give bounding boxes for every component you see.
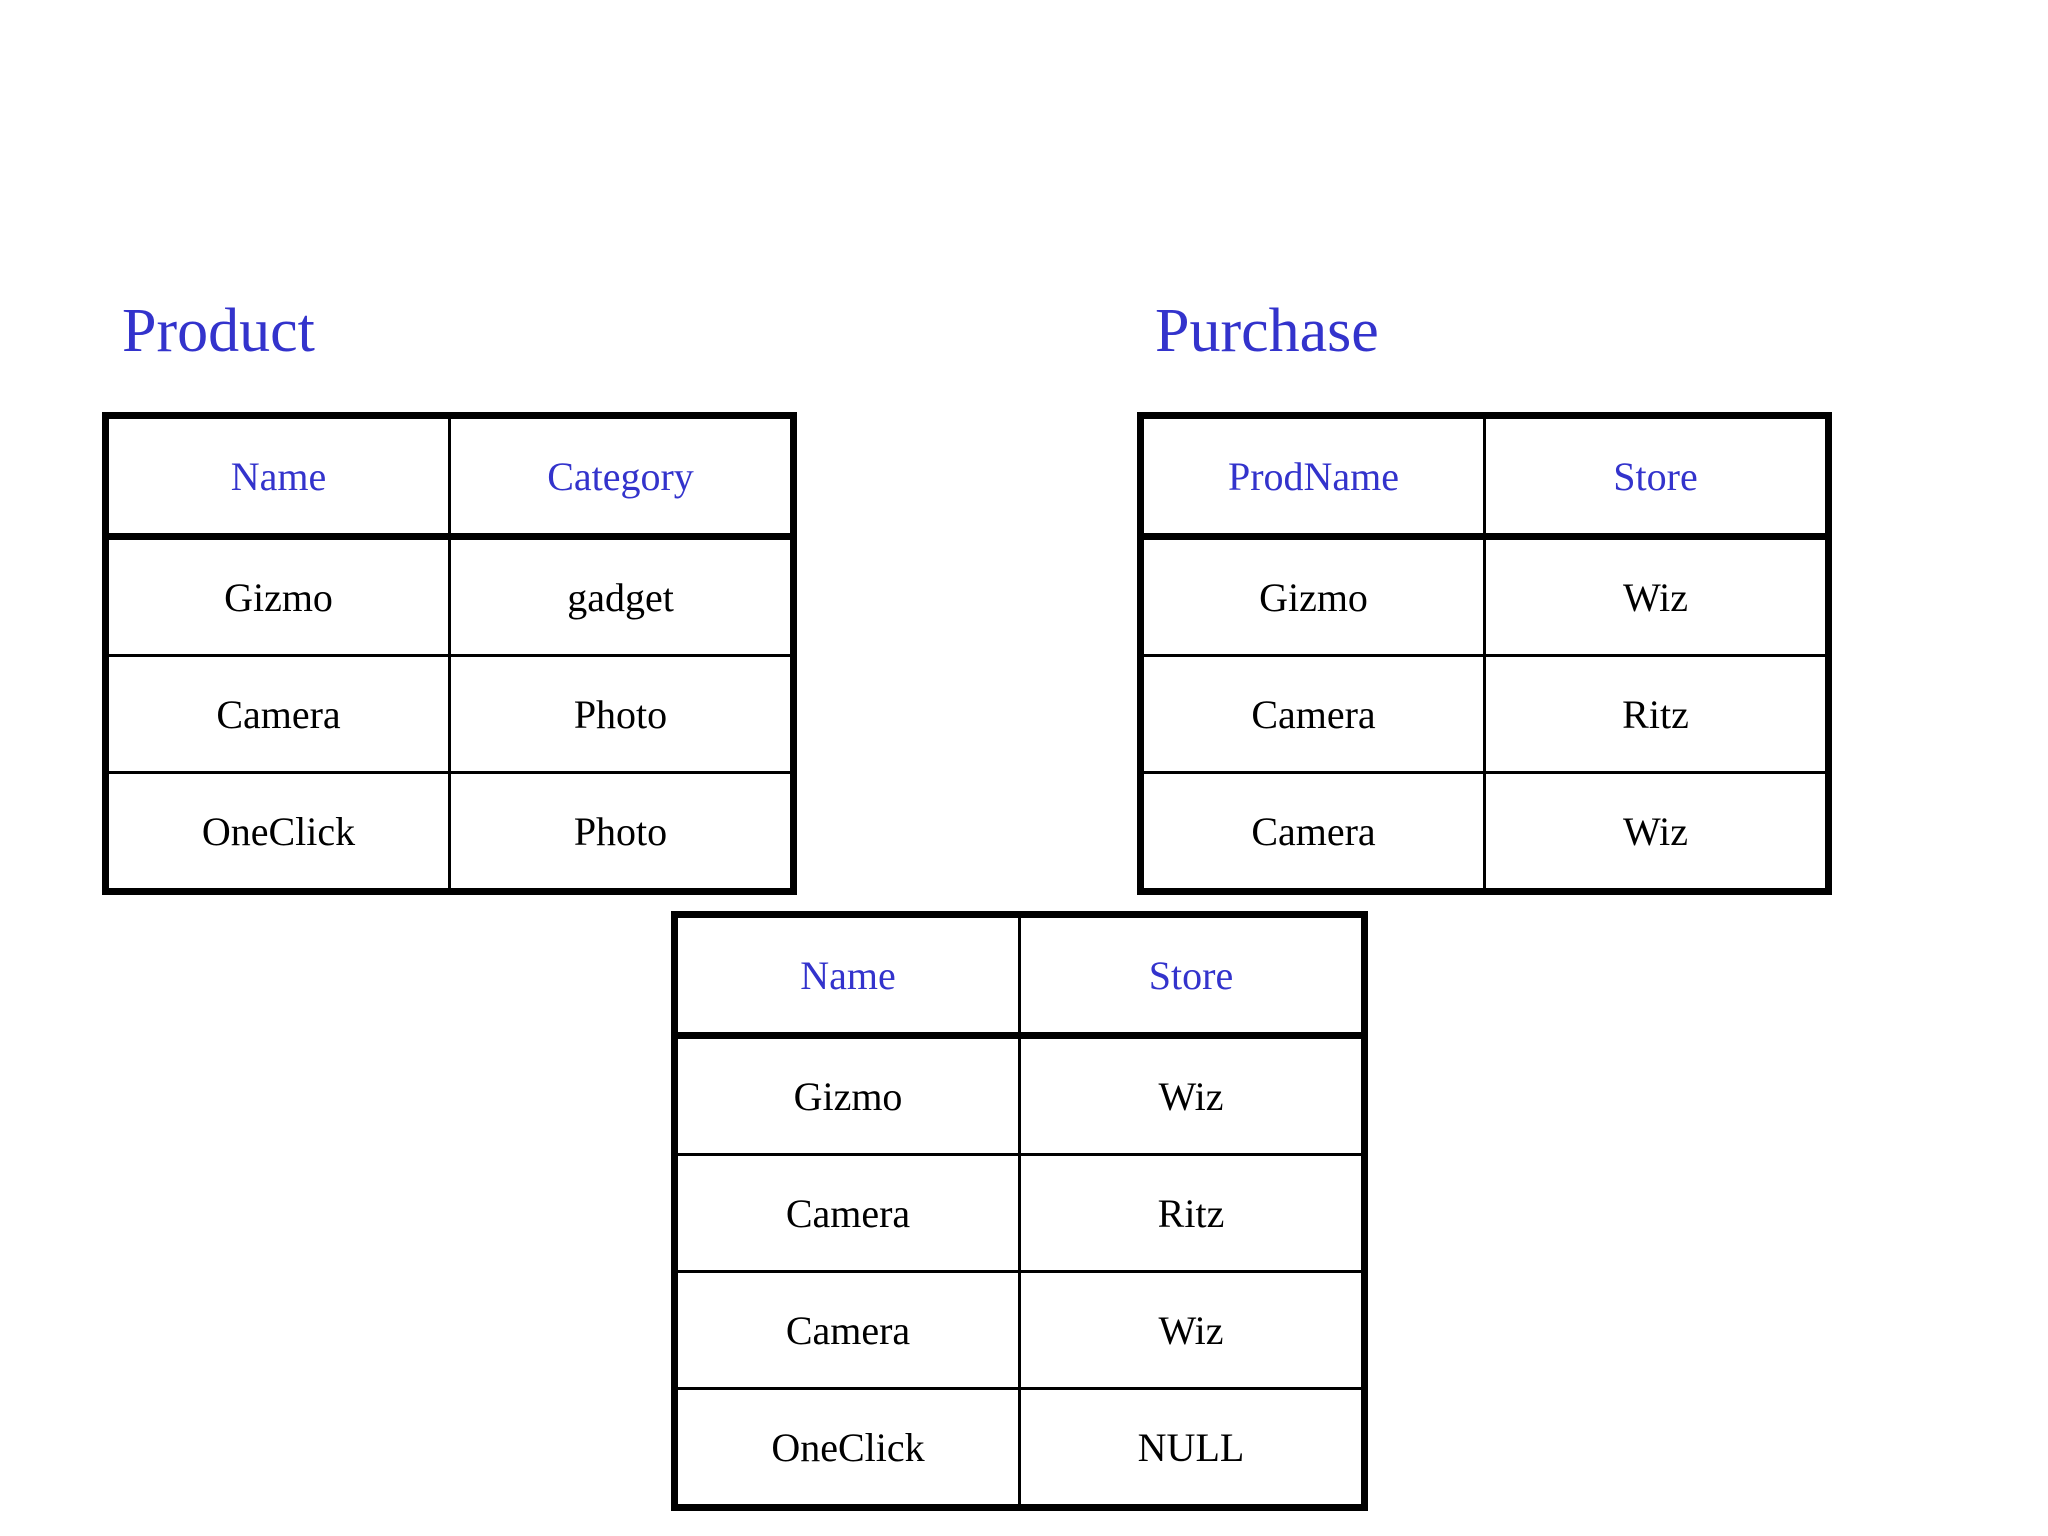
cell-store: Wiz bbox=[1483, 535, 1830, 657]
column-header-category: Category bbox=[448, 414, 795, 540]
product-table: Name Category Gizmo gadget Camera Photo … bbox=[102, 412, 797, 895]
cell-prodname: Camera bbox=[1139, 654, 1486, 774]
cell-category: Photo bbox=[448, 654, 795, 774]
cell-store: Wiz bbox=[1018, 1270, 1366, 1390]
column-header-store: Store bbox=[1483, 414, 1830, 540]
purchase-table-title: Purchase bbox=[1155, 297, 1379, 365]
cell-name: Gizmo bbox=[104, 535, 451, 657]
table-row: OneClick Photo bbox=[104, 771, 795, 893]
purchase-table: ProdName Store Gizmo Wiz Camera Ritz Cam… bbox=[1137, 412, 1832, 895]
cell-name: OneClick bbox=[104, 771, 451, 893]
cell-name: Camera bbox=[673, 1270, 1021, 1390]
table-header-row: Name Category bbox=[104, 414, 795, 540]
cell-name: Gizmo bbox=[673, 1034, 1021, 1156]
column-header-name: Name bbox=[673, 913, 1021, 1039]
column-header-prodname: ProdName bbox=[1139, 414, 1486, 540]
cell-store: Wiz bbox=[1018, 1034, 1366, 1156]
table-header-row: ProdName Store bbox=[1139, 414, 1830, 540]
cell-prodname: Gizmo bbox=[1139, 535, 1486, 657]
cell-name: Camera bbox=[104, 654, 451, 774]
column-header-name: Name bbox=[104, 414, 451, 540]
table-row: Gizmo Wiz bbox=[1139, 535, 1830, 657]
cell-store: Ritz bbox=[1483, 654, 1830, 774]
table-row: Camera Ritz bbox=[1139, 654, 1830, 774]
result-table: Name Store Gizmo Wiz Camera Ritz Camera … bbox=[671, 911, 1368, 1511]
table-row: OneClick NULL bbox=[673, 1387, 1366, 1509]
column-header-store: Store bbox=[1018, 913, 1366, 1039]
cell-name: Camera bbox=[673, 1153, 1021, 1273]
table-row: Gizmo gadget bbox=[104, 535, 795, 657]
cell-store: Ritz bbox=[1018, 1153, 1366, 1273]
cell-category: gadget bbox=[448, 535, 795, 657]
table-row: Gizmo Wiz bbox=[673, 1034, 1366, 1156]
cell-prodname: Camera bbox=[1139, 771, 1486, 893]
cell-store-null: NULL bbox=[1018, 1387, 1366, 1509]
table-row: Camera Photo bbox=[104, 654, 795, 774]
product-table-title: Product bbox=[122, 297, 315, 365]
table-row: Camera Wiz bbox=[1139, 771, 1830, 893]
cell-store: Wiz bbox=[1483, 771, 1830, 893]
table-row: Camera Wiz bbox=[673, 1270, 1366, 1390]
cell-name: OneClick bbox=[673, 1387, 1021, 1509]
table-row: Camera Ritz bbox=[673, 1153, 1366, 1273]
table-header-row: Name Store bbox=[673, 913, 1366, 1039]
cell-category: Photo bbox=[448, 771, 795, 893]
